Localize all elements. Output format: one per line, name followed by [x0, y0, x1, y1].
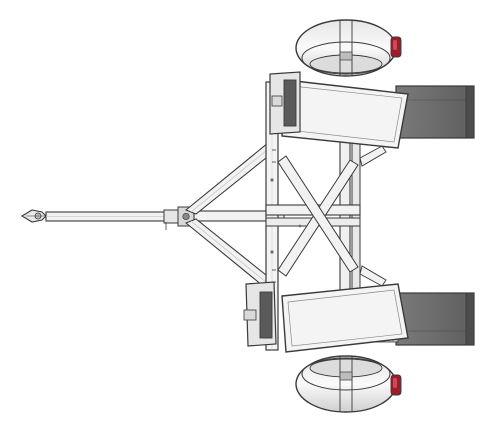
ramp-top	[395, 85, 475, 139]
frame-holes	[272, 149, 276, 283]
tow-hitch-icon	[20, 209, 47, 223]
wheel-bottom	[295, 355, 397, 413]
tail-light-icon	[390, 36, 402, 58]
tail-light-icon	[390, 374, 402, 396]
drawbar	[45, 206, 285, 230]
main-frame	[265, 81, 387, 351]
fender-top	[269, 71, 409, 149]
fender-bottom	[243, 281, 409, 353]
wheel-top	[295, 19, 397, 77]
